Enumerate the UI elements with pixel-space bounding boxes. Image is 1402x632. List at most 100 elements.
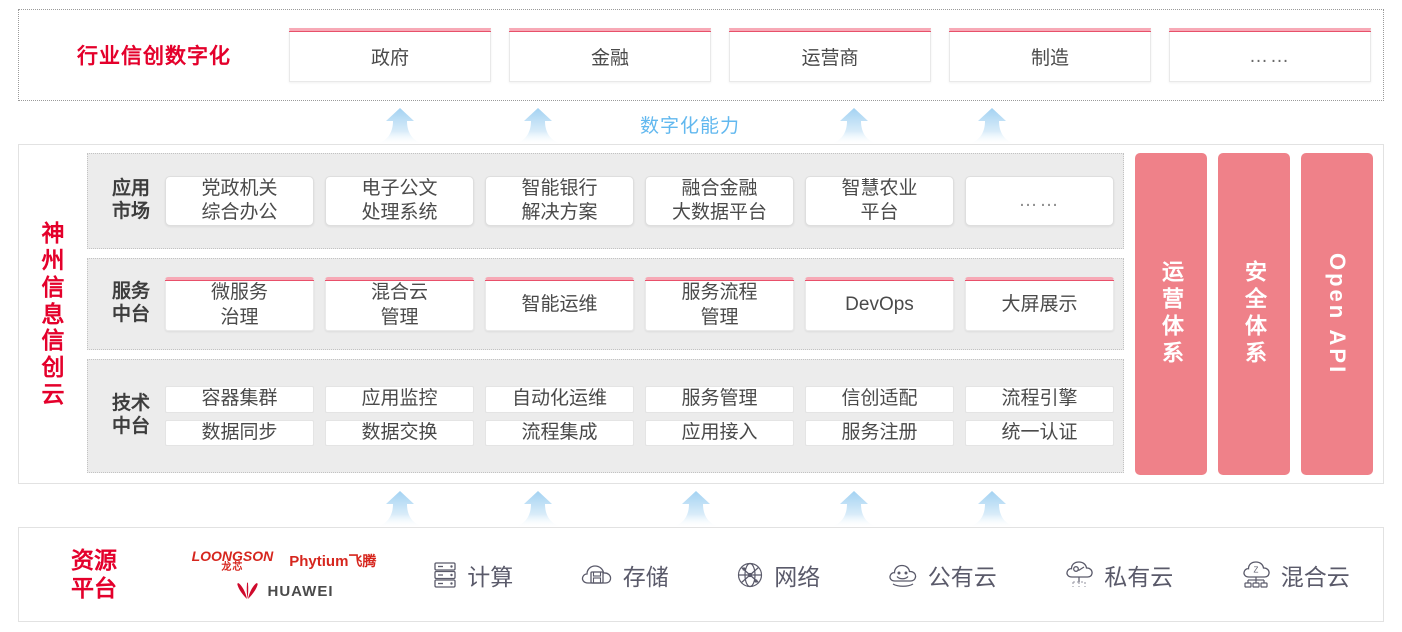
layer-label-line: 技术 xyxy=(111,393,150,415)
app-cell-smart-agriculture[interactable]: 智慧农业 平台 xyxy=(805,175,954,227)
application-cell-list: 党政机关 综合办公 电子公文 处理系统 智能银行 xyxy=(165,175,1114,227)
network-mesh-icon xyxy=(738,562,763,587)
tech-cell-xinchuang-adaptation[interactable]: 信创适配 xyxy=(805,386,954,413)
cell-text: DevOps xyxy=(845,294,914,316)
phytium-logo-text: Phytium xyxy=(289,553,349,570)
resource-platform-title: 资源 平台 xyxy=(19,547,169,602)
resource-item-list: 计算 存储 xyxy=(399,558,1383,592)
resource-title-line: 平台 xyxy=(71,574,117,601)
cell-text: 融合金融 大数据平台 xyxy=(671,177,767,223)
tech-cell-container-cluster[interactable]: 容器集群 xyxy=(165,386,314,413)
cloud-title-char: 信 xyxy=(41,273,65,300)
resource-item-network[interactable]: 网络 xyxy=(735,558,820,592)
industry-box-label: 运营商 xyxy=(801,48,859,69)
industry-box-finance[interactable]: 金融 xyxy=(509,28,711,82)
layer-label-line: 应用 xyxy=(111,178,150,200)
resource-item-public-cloud[interactable]: 公有云 xyxy=(887,558,997,592)
pillar-open-api[interactable]: Open API xyxy=(1301,153,1373,475)
pillar-label: 运营体系 xyxy=(1159,260,1184,368)
app-cell-smart-banking[interactable]: 智能银行 解决方案 xyxy=(485,175,634,227)
cell-text: 智能银行 解决方案 xyxy=(521,177,598,223)
tech-cell-service-management[interactable]: 服务管理 xyxy=(645,386,794,413)
layer-label-technology-platform: 技术 中台 xyxy=(97,393,165,439)
industry-box-label: 制造 xyxy=(1030,48,1069,69)
layer-label-line: 服务 xyxy=(111,281,150,303)
huawei-logo-text: HUAWEI xyxy=(267,582,334,600)
app-cell-finance-bigdata[interactable]: 融合金融 大数据平台 xyxy=(645,175,794,227)
industry-box-telecom[interactable]: 运营商 xyxy=(729,28,931,82)
cell-text: 数据同步 xyxy=(201,421,278,443)
pillar-security-system[interactable]: 安全体系 xyxy=(1218,153,1290,475)
resource-item-compute[interactable]: 计算 xyxy=(432,558,513,592)
cloud-title-char: 创 xyxy=(41,354,65,381)
resource-item-storage[interactable]: 存储 xyxy=(580,558,669,592)
svc-cell-microservice-governance[interactable]: 微服务 治理 xyxy=(165,277,314,331)
service-cell-list: 微服务 治理 混合云 管理 智能运维 xyxy=(165,277,1114,331)
loongson-logo: LOONGSON 龙芯 xyxy=(192,549,274,573)
cell-text: 混合云 管理 xyxy=(370,282,428,328)
industry-box-government[interactable]: 政府 xyxy=(289,28,491,82)
svc-cell-service-process-mgmt[interactable]: 服务流程 管理 xyxy=(645,277,794,331)
cloud-platform-title: 神 州 信 息 信 创 云 xyxy=(19,145,87,483)
tech-cell-process-engine[interactable]: 流程引擎 xyxy=(965,386,1114,413)
phytium-logo-cn: 飞腾 xyxy=(348,553,377,569)
resource-item-label: 存储 xyxy=(622,563,669,590)
up-arrow-icon xyxy=(828,489,880,529)
layer-application-market: 应用 市场 党政机关 综合办公 电子公文 xyxy=(87,153,1124,249)
svc-cell-intelligent-ops[interactable]: 智能运维 xyxy=(485,277,634,331)
tech-cell-unified-auth[interactable]: 统一认证 xyxy=(965,419,1114,446)
pillar-list: 运营体系 安全体系 Open API xyxy=(1133,153,1373,475)
layer-technology-platform: 技术 中台 容器集群 应用监控 自动化运维 服务管理 xyxy=(87,359,1124,473)
cell-text: 电子公文 处理系统 xyxy=(361,177,438,223)
loongson-logo-text: LOONGSON xyxy=(191,548,274,564)
cell-text: 服务注册 xyxy=(841,421,918,443)
technology-cell-row: 数据同步 数据交换 流程集成 应用接入 服务注册 统一认证 xyxy=(165,419,1114,446)
cell-text: 统一认证 xyxy=(1001,421,1078,443)
pillar-operations-system[interactable]: 运营体系 xyxy=(1135,153,1207,475)
svc-cell-devops[interactable]: DevOps xyxy=(805,277,954,331)
layer-label-service-platform: 服务 中台 xyxy=(97,281,165,327)
tech-cell-process-integration[interactable]: 流程集成 xyxy=(485,419,634,446)
resource-title-line: 资源 xyxy=(71,546,117,573)
technology-cell-row: 容器集群 应用监控 自动化运维 服务管理 信创适配 流程引擎 xyxy=(165,386,1114,413)
svc-cell-large-screen-display[interactable]: 大屏展示 xyxy=(965,277,1114,331)
svc-cell-hybrid-cloud-mgmt[interactable]: 混合云 管理 xyxy=(325,277,474,331)
layer-label-line: 市场 xyxy=(111,201,150,222)
resource-platform-band: 资源 平台 LOONGSON 龙芯 Phytium飞腾 HUAWEI xyxy=(18,527,1384,622)
cloud-platform-body: 应用 市场 党政机关 综合办公 电子公文 xyxy=(87,145,1383,483)
phytium-logo: Phytium飞腾 xyxy=(289,551,376,571)
app-cell-edoc-system[interactable]: 电子公文 处理系统 xyxy=(325,175,474,227)
resource-item-private-cloud[interactable]: 私有云 xyxy=(1063,558,1173,592)
cell-text: 智能运维 xyxy=(521,294,598,316)
layer-label-line: 中台 xyxy=(111,304,150,325)
tech-cell-data-exchange[interactable]: 数据交换 xyxy=(325,419,474,446)
app-cell-more[interactable]: …… xyxy=(965,175,1114,227)
huawei-petal-icon xyxy=(236,582,258,599)
up-arrow-icon xyxy=(670,489,722,529)
up-arrow-icon xyxy=(966,106,1018,146)
tech-cell-automated-ops[interactable]: 自动化运维 xyxy=(485,386,634,413)
resource-item-label: 公有云 xyxy=(927,563,997,590)
cell-text: 服务流程 管理 xyxy=(681,282,758,328)
resource-item-label: 私有云 xyxy=(1104,563,1174,590)
tech-cell-app-access[interactable]: 应用接入 xyxy=(645,419,794,446)
cell-text: …… xyxy=(1018,189,1061,211)
tech-cell-data-sync[interactable]: 数据同步 xyxy=(165,419,314,446)
industry-box-label: 金融 xyxy=(590,48,629,69)
industry-box-list: 政府 金融 运营商 制造 …… xyxy=(289,28,1383,82)
layer-stack: 应用 市场 党政机关 综合办公 电子公文 xyxy=(87,153,1124,475)
up-arrow-icon xyxy=(374,106,426,146)
cell-text: 流程集成 xyxy=(521,421,598,443)
industry-box-more[interactable]: …… xyxy=(1169,28,1371,82)
app-cell-government-office[interactable]: 党政机关 综合办公 xyxy=(165,175,314,227)
layer-label-application-market: 应用 市场 xyxy=(97,178,165,224)
resource-item-hybrid-cloud[interactable]: Z 混合云 xyxy=(1240,558,1350,592)
pillar-label: Open API xyxy=(1325,252,1350,376)
tech-cell-app-monitoring[interactable]: 应用监控 xyxy=(325,386,474,413)
tech-cell-service-registry[interactable]: 服务注册 xyxy=(805,419,954,446)
server-rack-icon xyxy=(434,561,456,588)
industry-band: 行业信创数字化 政府 金融 运营商 制造 …… xyxy=(18,9,1384,101)
industry-box-manufacturing[interactable]: 制造 xyxy=(949,28,1151,82)
cell-text: 应用监控 xyxy=(361,388,438,410)
